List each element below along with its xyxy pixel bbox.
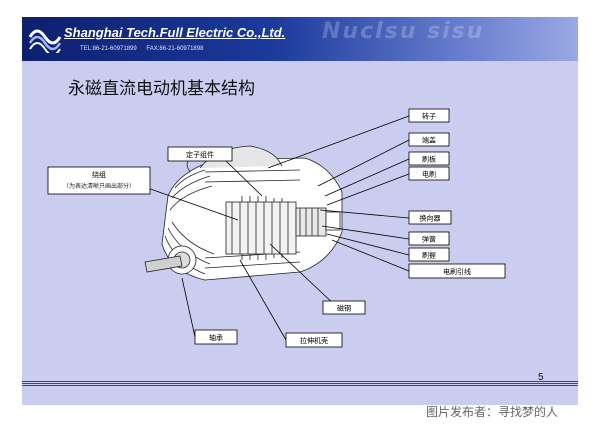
svg-text:拉伸机壳: 拉伸机壳 xyxy=(300,336,328,345)
label-winding: 绕组 （为表达清晰只画出部分） xyxy=(47,166,151,195)
svg-text:（为表达清晰只画出部分）: （为表达清晰只画出部分） xyxy=(63,182,135,190)
fax-number: FAX:86-21-60971898 xyxy=(146,46,204,52)
footer-stripes xyxy=(22,381,578,387)
label-rotor: 转子 xyxy=(408,108,450,123)
label-spring: 弹簧 xyxy=(408,231,450,246)
label-bearing: 轴承 xyxy=(194,329,238,345)
svg-text:换向器: 换向器 xyxy=(420,214,441,223)
label-brush-lead: 电刷引线 xyxy=(408,263,506,279)
header-banner: Nuclsu sisu Shanghai Tech.Full Electric … xyxy=(22,17,578,61)
label-end-cap: 端盖 xyxy=(408,132,450,147)
label-commutator: 换向器 xyxy=(408,210,452,225)
company-name: Shanghai Tech.Full Electric Co.,Ltd. xyxy=(64,25,286,40)
label-brush: 电刷 xyxy=(408,166,450,181)
label-housing: 拉伸机壳 xyxy=(285,332,343,348)
image-caption: 图片发布者：寻找梦的人 xyxy=(426,405,559,419)
slide-title: 永磁直流电动机基本结构 xyxy=(68,79,255,99)
svg-text:磁钢: 磁钢 xyxy=(337,304,351,313)
svg-text:端盖: 端盖 xyxy=(422,136,436,145)
contact-info: TEL:86-21-60971899 FAX:86-21-60971898 xyxy=(80,46,211,52)
label-stator-assembly: 定子组件 xyxy=(167,146,233,162)
svg-text:刷握: 刷握 xyxy=(422,251,436,260)
tel-number: TEL:86-21-60971899 xyxy=(80,46,137,52)
svg-text:电刷: 电刷 xyxy=(422,170,436,179)
svg-text:刷板: 刷板 xyxy=(422,155,436,164)
svg-text:绕组: 绕组 xyxy=(92,170,106,179)
page-number: 5 xyxy=(538,372,544,383)
company-logo-icon xyxy=(28,29,62,53)
motor-illustration xyxy=(144,145,343,281)
svg-text:定子组件: 定子组件 xyxy=(186,150,214,159)
svg-text:电刷引线: 电刷引线 xyxy=(443,267,471,276)
label-magnet-steel: 磁钢 xyxy=(322,300,366,315)
label-brush-holder: 刷握 xyxy=(408,247,450,262)
svg-text:弹簧: 弹簧 xyxy=(422,235,436,244)
banner-decoration: Nuclsu sisu xyxy=(322,19,485,44)
svg-text:转子: 转子 xyxy=(422,112,436,121)
svg-text:轴承: 轴承 xyxy=(209,333,223,342)
label-brush-plate: 刷板 xyxy=(408,151,450,166)
leader-lines xyxy=(141,115,410,341)
